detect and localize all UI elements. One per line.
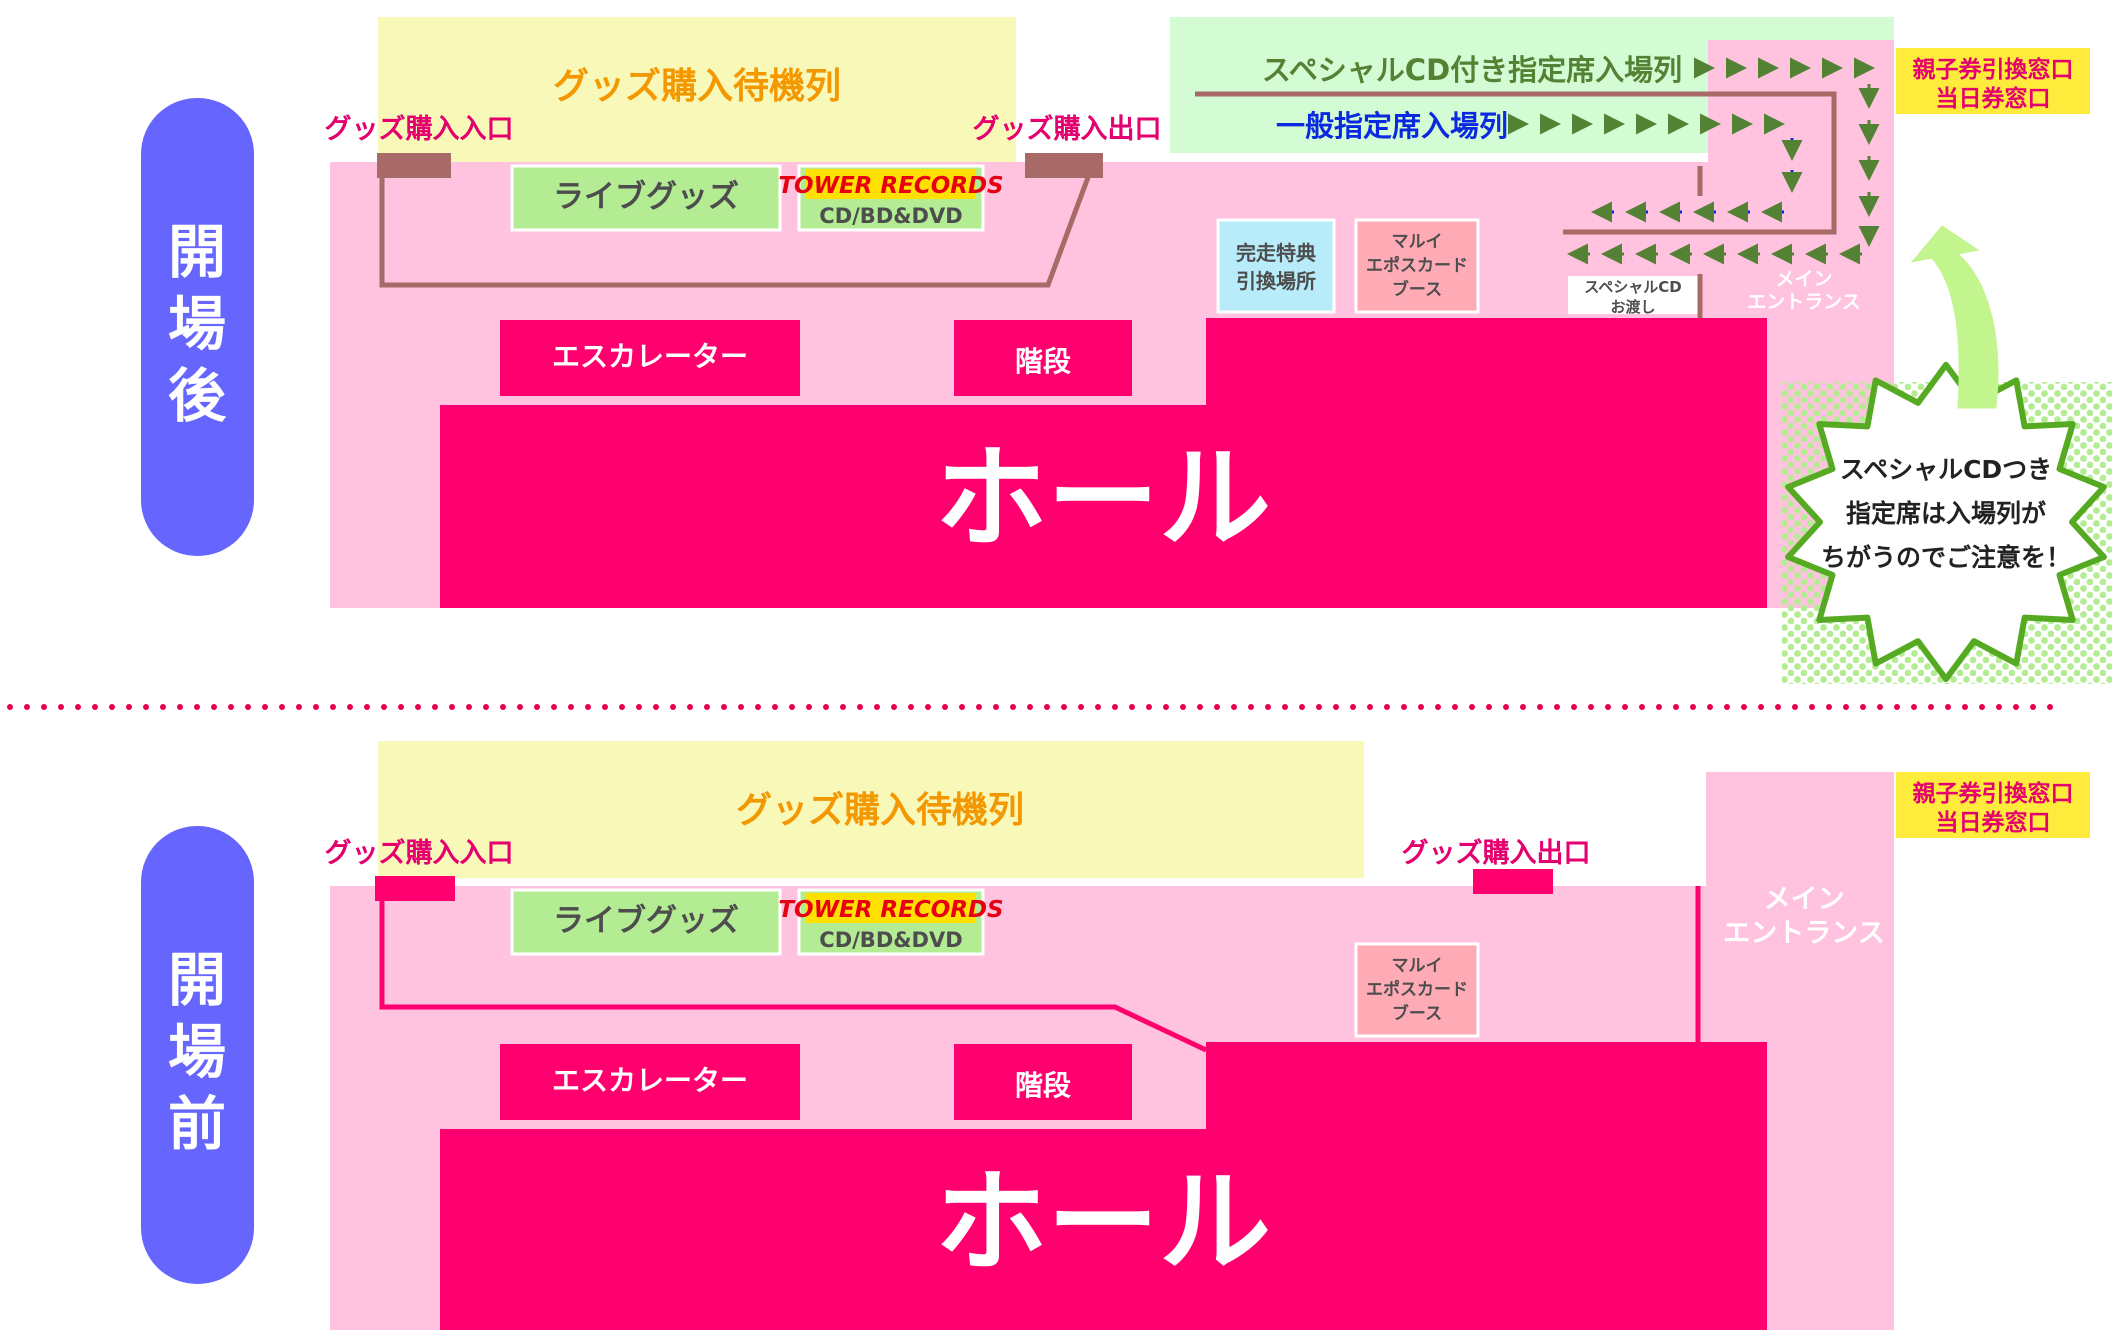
section-separator [7, 704, 2053, 710]
special-cd-queue-label: スペシャルCD付き指定席入場列 [1262, 53, 1682, 87]
escalator-label: エスカレーター [552, 340, 748, 373]
goods-entrance-label: グッズ購入入口 [325, 837, 514, 869]
queue-divider-line [1195, 91, 1837, 235]
marui-label-1: マルイ [1392, 232, 1443, 252]
tower-records-logo: TOWER RECORDS [778, 897, 1003, 923]
hall-block-before [440, 1042, 1767, 1330]
main-entrance-label-2: エントランス [1747, 291, 1861, 313]
section-tag-before: 開場前 [141, 826, 254, 1284]
before-opening-map: 開場前 グッズ購入待機列 親子券引換窓口 当日券窓口 グッズ購入入口 グッズ購入… [141, 741, 2090, 1330]
bonus-exchange-label-2: 引換場所 [1236, 269, 1316, 293]
handover-label-2: お渡し [1610, 298, 1655, 316]
marui-label-2: エポスカード [1366, 979, 1468, 1000]
stairs-label: 階段 [1015, 345, 1071, 378]
parent-child-ticket-window: 親子券引換窓口 [1913, 780, 2074, 807]
escalator-label: エスカレーター [552, 1064, 748, 1097]
ticket-window-before: 親子券引換窓口 当日券窓口 [1896, 772, 2090, 838]
goods-waiting-queue-before: グッズ購入待機列 [378, 741, 1364, 878]
notice-line-3: ちがうのでご注意を！ [1821, 543, 2071, 572]
tower-records-logo: TOWER RECORDS [778, 173, 1003, 199]
stairs-before: 階段 [954, 1044, 1132, 1120]
ticket-window-after: 親子券引換窓口 当日券窓口 [1896, 48, 2090, 114]
hall-block-after [440, 318, 1767, 608]
goods-route-line [379, 896, 1208, 1053]
section-tag-after: 開場後 [141, 98, 254, 556]
main-entrance-label-2: エントランス [1723, 918, 1884, 949]
tower-records-booth-before: TOWER RECORDS CD/BD&DVD [778, 888, 1004, 956]
main-entrance-label-1: メイン [1775, 268, 1832, 290]
special-cd-queue-arrows [1567, 57, 1880, 265]
notice-line-1: スペシャルCDつき [1840, 455, 2052, 484]
special-cd-handover: スペシャルCD お渡し [1568, 276, 1698, 316]
stairs-label: 階段 [1015, 1069, 1071, 1102]
marui-label-3: ブース [1392, 1003, 1442, 1024]
hall-label-before: ホール [935, 1158, 1271, 1288]
escalator-before: エスカレーター [500, 1044, 800, 1120]
escalator-after: エスカレーター [500, 320, 800, 396]
marui-epos-booth-after: マルイ エポスカード ブース [1354, 218, 1480, 314]
curved-arrow-icon [1910, 225, 1999, 409]
goods-exit-label: グッズ購入出口 [1402, 837, 1591, 869]
bonus-exchange-booth: 完走特典 引換場所 [1216, 218, 1336, 314]
main-entrance-label-1: メイン [1764, 884, 1845, 915]
bonus-exchange-label-1: 完走特典 [1236, 241, 1316, 265]
live-goods-label: ライブグッズ [553, 179, 739, 215]
after-opening-map: 開場後 グッズ購入待機列 親子券引換窓口 当日券窓口 グッズ購入入口 グッズ購入… [141, 17, 2112, 684]
goods-exit-gate [1473, 869, 1553, 894]
live-goods-booth-after: ライブグッズ [510, 164, 782, 232]
tower-records-booth-after: TOWER RECORDS CD/BD&DVD [778, 164, 1004, 232]
stairs-after: 階段 [954, 320, 1132, 396]
goods-entrance-gate [375, 876, 455, 901]
marui-label-3: ブース [1392, 279, 1442, 300]
same-day-ticket-window: 当日券窓口 [1936, 809, 2051, 836]
goods-entrance-label: グッズ購入入口 [325, 113, 514, 145]
hall-label-after: ホール [935, 434, 1271, 564]
goods-exit-label: グッズ購入出口 [973, 113, 1162, 145]
notice-callout: スペシャルCDつき 指定席は入場列が ちがうのでご注意を！ [1782, 225, 2112, 684]
marui-label-1: マルイ [1392, 956, 1443, 976]
goods-queue-label: グッズ購入待機列 [553, 65, 841, 107]
live-goods-booth-before: ライブグッズ [510, 888, 782, 956]
general-queue-arrows [1508, 113, 1803, 223]
tower-records-sub: CD/BD&DVD [819, 204, 962, 228]
handover-label-1: スペシャルCD [1584, 278, 1681, 296]
marui-label-2: エポスカード [1366, 255, 1468, 276]
same-day-ticket-window: 当日券窓口 [1936, 85, 2051, 112]
goods-queue-label: グッズ購入待機列 [736, 789, 1024, 831]
section-label-after: 開場後 [168, 218, 227, 430]
goods-entrance-gate [377, 153, 451, 178]
section-label-before: 開場前 [168, 946, 226, 1158]
tower-records-sub: CD/BD&DVD [819, 928, 962, 952]
live-goods-label: ライブグッズ [553, 903, 739, 939]
general-queue-label: 一般指定席入場列 [1276, 109, 1508, 143]
marui-epos-booth-before: マルイ エポスカード ブース [1354, 942, 1480, 1038]
goods-waiting-queue-after: グッズ購入待機列 [378, 17, 1016, 162]
goods-route-line [379, 171, 1093, 288]
notice-line-2: 指定席は入場列が [1846, 499, 2046, 528]
parent-child-ticket-window: 親子券引換窓口 [1913, 56, 2074, 83]
